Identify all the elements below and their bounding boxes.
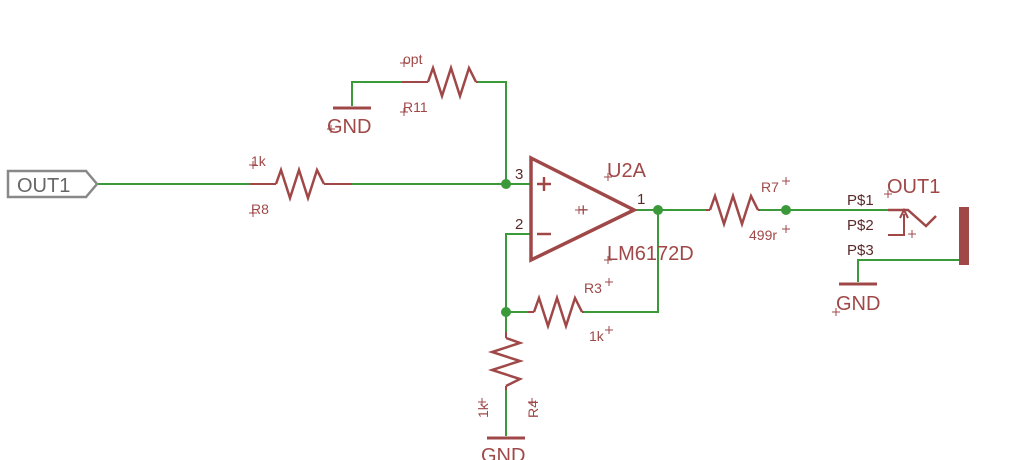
port-shape bbox=[6, 169, 99, 199]
gnd-label: GND bbox=[481, 445, 525, 460]
jack-switch-contact bbox=[888, 214, 905, 236]
origin-cross bbox=[908, 230, 916, 238]
origin-cross bbox=[327, 125, 335, 133]
resistor-r3[interactable]: R3 1k bbox=[528, 280, 605, 344]
junction-opamp-out bbox=[653, 205, 663, 215]
wires bbox=[98, 81, 960, 436]
origin-cross bbox=[605, 278, 613, 286]
origin-cross bbox=[884, 190, 892, 198]
jack-pin-3: P$3 bbox=[847, 242, 874, 259]
origin-cross bbox=[400, 59, 408, 67]
r7-value: 499r bbox=[749, 227, 777, 243]
r3-zigzag bbox=[532, 293, 584, 331]
wire-r11-to-gnd[interactable] bbox=[351, 81, 402, 106]
port-out1[interactable]: OUT1 bbox=[6, 169, 99, 199]
pin-noninv: 3 bbox=[515, 166, 523, 183]
wire-inv-to-node[interactable] bbox=[505, 233, 530, 312]
r8-zigzag bbox=[274, 165, 326, 203]
r4-name: R4 bbox=[525, 400, 541, 418]
pin-inv: 2 bbox=[515, 216, 523, 233]
r8-name: R8 bbox=[251, 201, 269, 217]
jack-pin-2: P$2 bbox=[847, 217, 874, 234]
r7-name: R7 bbox=[761, 179, 779, 195]
origin-cross bbox=[604, 256, 612, 264]
gnd-label: GND bbox=[327, 116, 371, 138]
origin-cross bbox=[605, 326, 613, 334]
jack-name: OUT1 bbox=[887, 176, 940, 198]
resistor-r8[interactable]: 1k R8 bbox=[250, 153, 352, 217]
resistor-r4[interactable]: 1k R4 bbox=[475, 332, 541, 418]
origin-cross bbox=[575, 206, 583, 214]
gnd-label: GND bbox=[836, 293, 880, 315]
junctions bbox=[501, 179, 791, 317]
junction-noninv bbox=[501, 179, 511, 189]
origin-cross bbox=[782, 177, 790, 185]
origin-cross bbox=[782, 225, 790, 233]
wire-r3-to-out[interactable] bbox=[584, 210, 659, 313]
opamp-u2a[interactable]: 3 2 1 + U2A LM6172D bbox=[515, 155, 694, 265]
r4-zigzag bbox=[487, 336, 525, 388]
junction-r7-out bbox=[781, 205, 791, 215]
r11-name: R11 bbox=[403, 99, 428, 115]
opamp-name: U2A bbox=[607, 160, 647, 182]
r3-value: 1k bbox=[589, 328, 605, 344]
opamp-value: LM6172D bbox=[607, 243, 694, 265]
ground-r4[interactable]: GND bbox=[481, 436, 525, 460]
junction-feedback bbox=[501, 307, 511, 317]
opamp-triangle bbox=[529, 155, 638, 263]
origin-cross bbox=[249, 209, 257, 217]
jack-switch-arrow bbox=[899, 207, 909, 219]
origin-markers bbox=[249, 59, 916, 406]
jack-pin-1: P$1 bbox=[847, 192, 874, 209]
ground-r11[interactable]: GND bbox=[327, 106, 371, 138]
r11-value: opt bbox=[403, 51, 423, 67]
wire-jack-p3[interactable] bbox=[857, 259, 960, 282]
resistor-r7[interactable]: R7 499r bbox=[706, 179, 779, 243]
pin-out: 1 bbox=[637, 191, 645, 208]
r11-zigzag bbox=[426, 63, 478, 101]
port-label: OUT1 bbox=[17, 175, 70, 197]
resistor-r11[interactable]: opt R11 bbox=[402, 51, 478, 115]
jack-sleeve bbox=[959, 207, 969, 265]
wire-r11-to-noninv[interactable] bbox=[478, 81, 507, 184]
opamp-center-plus: + bbox=[578, 200, 589, 220]
origin-cross bbox=[604, 173, 612, 181]
origin-cross bbox=[249, 161, 257, 169]
ground-jack[interactable]: GND bbox=[836, 282, 880, 315]
jack-out1[interactable]: OUT1 P$1 P$2 P$3 bbox=[847, 176, 969, 265]
origin-cross bbox=[528, 398, 536, 406]
origin-cross bbox=[832, 308, 840, 316]
r7-zigzag bbox=[708, 191, 760, 229]
origin-cross bbox=[478, 398, 486, 406]
origin-cross bbox=[400, 108, 408, 116]
r4-value: 1k bbox=[475, 402, 491, 418]
jack-tip-contact bbox=[888, 208, 937, 228]
r3-name: R3 bbox=[584, 280, 602, 296]
